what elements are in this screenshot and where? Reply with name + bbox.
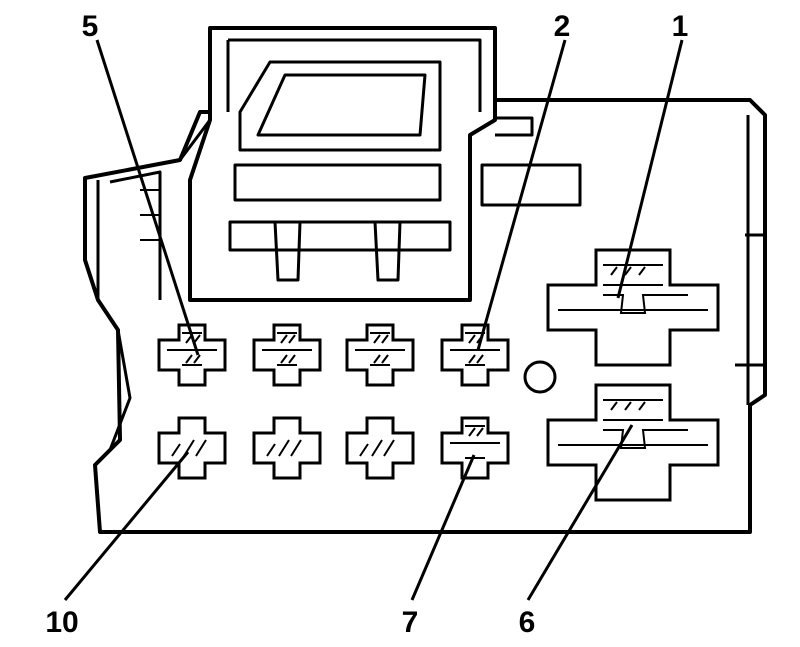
callout-labels: 5 2 1 10 7 6 [45,10,688,639]
terminal-cavity [345,323,415,387]
callout-label-6: 6 [519,606,536,639]
callout-label-10: 10 [45,606,78,639]
terminal-cavity [252,323,322,387]
terminal-cavity [440,323,510,387]
locking-latch [178,26,582,302]
terminal-cavity [440,416,510,480]
callout-label-1: 1 [672,10,689,43]
terminal-cavity [345,416,415,480]
leader-line-7 [410,454,476,601]
leader-line-1 [616,39,684,299]
leader-line-2 [476,39,567,351]
coding-dot [523,360,557,394]
callout-label-5: 5 [82,10,99,43]
terminal-row-top [157,323,510,387]
callout-label-7: 7 [402,606,419,639]
terminal-cavity [157,323,227,387]
terminal-row-bottom [157,416,510,480]
leader-line-5 [95,39,200,356]
power-terminal [546,383,720,502]
leader-line-10 [63,451,190,601]
terminal-cavity [252,416,322,480]
leader-lines [63,39,684,601]
callout-label-2: 2 [554,10,571,43]
leader-line-6 [526,424,634,601]
